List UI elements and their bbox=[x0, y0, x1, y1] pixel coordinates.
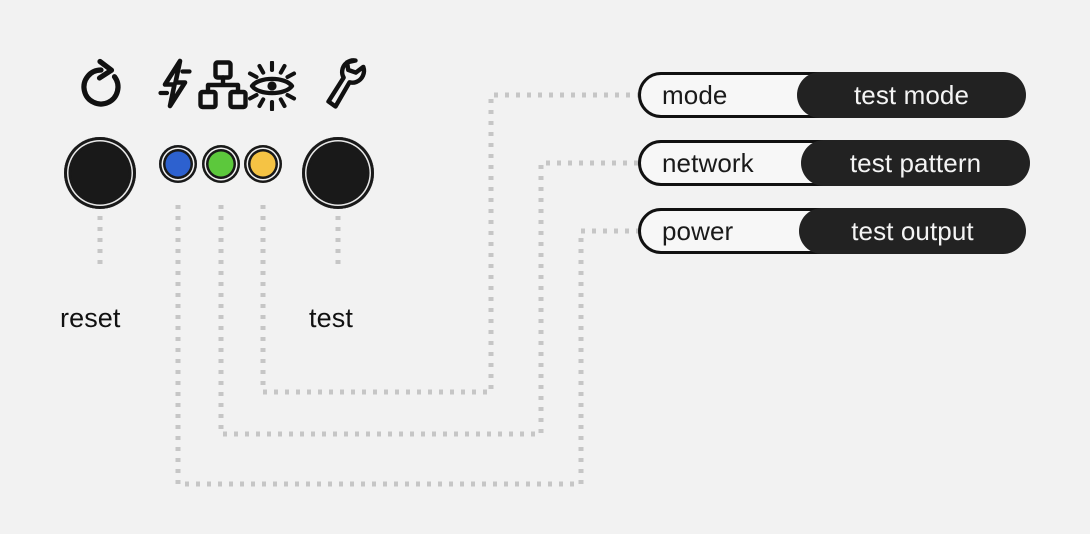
readout-network-key: network bbox=[662, 147, 754, 178]
reset-icon bbox=[76, 58, 126, 110]
readout-mode-value: test mode bbox=[797, 72, 1026, 118]
wire-path-1 bbox=[218, 160, 638, 437]
network-icon bbox=[198, 60, 248, 110]
readout-power-key: power bbox=[662, 215, 734, 246]
readout-network-value: test pattern bbox=[801, 140, 1030, 186]
readout-mode-key: mode bbox=[662, 79, 728, 110]
wire-path-0 bbox=[175, 205, 638, 487]
reset-button[interactable] bbox=[64, 137, 136, 209]
readout-network[interactable]: network test pattern bbox=[638, 140, 1030, 186]
test-button-label: test bbox=[309, 303, 353, 333]
led-network bbox=[202, 145, 240, 183]
led-power bbox=[159, 145, 197, 183]
test-button[interactable] bbox=[302, 137, 374, 209]
readout-mode[interactable]: mode test mode bbox=[638, 72, 1026, 118]
led-status bbox=[244, 145, 282, 183]
monitor-icon bbox=[246, 61, 298, 111]
readout-power[interactable]: power test output bbox=[638, 208, 1026, 254]
reset-button-label: reset bbox=[60, 303, 121, 333]
wire-path-2 bbox=[260, 92, 638, 395]
tools-icon bbox=[322, 57, 372, 111]
readout-power-value: test output bbox=[799, 208, 1026, 254]
power-icon bbox=[158, 58, 192, 110]
